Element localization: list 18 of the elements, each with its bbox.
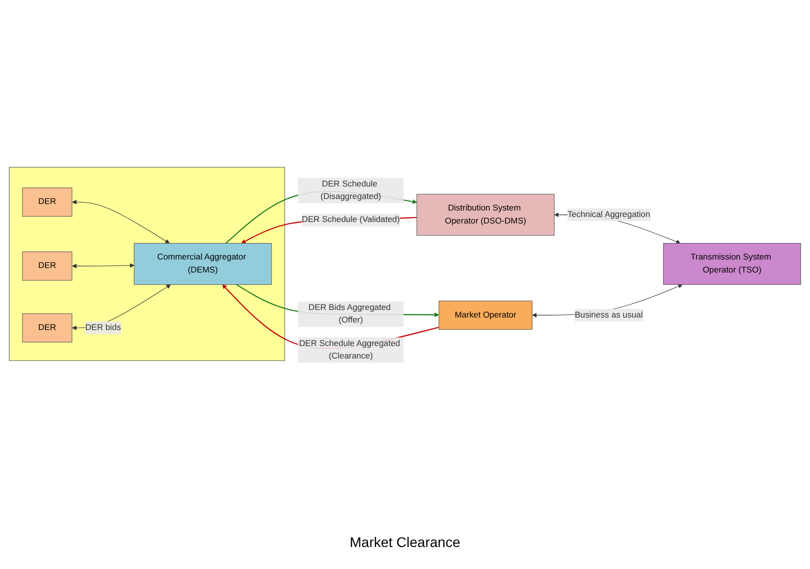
node-box: Market Operator [438,300,532,330]
note-text: Market Clearance [350,534,460,550]
edge-label: DER bids [85,323,121,332]
edge-label: DER Schedule Aggregated (Clearance) [299,338,400,361]
edge-label: Technical Aggregation [567,210,650,220]
node-box: Transmission System Operator (TSO) [663,243,802,285]
arrow [72,263,134,268]
node-box: DER [22,188,72,217]
node-box: DER [22,313,72,342]
node-box: DER [22,252,72,281]
edge-label: DER Bids Aggregated (Offer) [308,303,391,325]
cluster [8,166,285,361]
edge-label: DER Schedule (Validated) [302,215,400,224]
edge-label: Business as usual [574,310,643,320]
arrow [72,200,170,244]
node-box: Distribution System Operator (DSO-DMS) [416,194,554,236]
edge-label: DER Schedule (Disaggregated) [320,179,382,202]
node-box: Commercial Aggregator (DEMS) [134,243,272,285]
